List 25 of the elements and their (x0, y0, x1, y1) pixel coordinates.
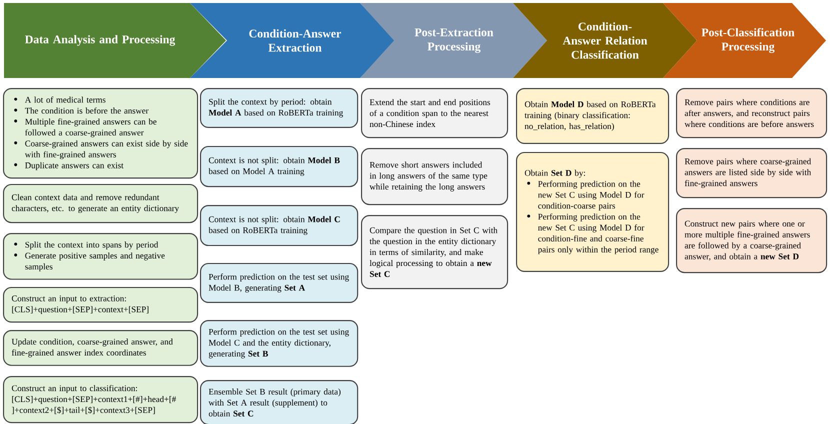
process-box: Obtain Set D by: Performing prediction on the new Set C using Model D for condition-coarse pairs Performing prediction on the new Set C using Model D for condition-fine and coarse-fine pairs only within the period range (516, 152, 670, 272)
process-box: Split the context by period: obtain Model A based on RoBERTa training (200, 88, 358, 128)
process-box: Remove pairs where conditions are after answers, and reconstruct pairs where conditions are before answers (676, 88, 828, 138)
process-step-banner: Post-Classification Processing (663, 3, 826, 78)
process-box: Perform prediction on the test set using Model B, generating Set A (200, 263, 358, 303)
process-box: Compare the question in Set C with the question in the entity dictionary in terms of similarity, and make logical processing to obtain a new Set C (361, 215, 508, 290)
process-box: Clean context data and remove redundant characters, etc. to generate an entity dictionary (3, 184, 198, 224)
process-box: Ensemble Set B result (primary data) with Set A result (supplement) to obtain Set C (200, 380, 358, 424)
process-box: Remove short answers included in long answers of the same type while retaining the long answers (361, 148, 508, 206)
process-step-banner: Condition-Answer Extraction (190, 3, 397, 78)
process-box: Split the context into spans by period Generate positive samples and negative samples (3, 233, 198, 280)
process-box: Perform prediction on the test set using Model C and the entity dictionary, generating Set B (200, 320, 358, 367)
process-box: Context is not split: obtain Model B based on Model A training (200, 146, 358, 188)
process-box: A lot of medical terms The condition is before the answer Multiple fine-grained answers can be followed a coarse-grained answer Coarse-grained answers can exist side by side with fine-grained answers Duplicate answers can exist (3, 88, 198, 179)
process-box: Extend the start and end positions of a condition span to the nearest non-Chinese index (361, 88, 508, 138)
process-box: Construct an input to extraction: [CLS]+question+[SEP]+context+[SEP] (3, 287, 198, 323)
process-box: Context is not split: obtain Model C based on RoBERTa training (200, 205, 358, 246)
process-step-banner: Data Analysis and Processing (4, 3, 226, 78)
process-step-banner: Post-Extraction Processing (360, 3, 547, 78)
process-box: Update condition, coarse-grained answer, and fine-grained answer index coordinates (3, 330, 198, 366)
process-step-banner: Condition-Answer Relation Classification (513, 3, 698, 78)
process-box: Construct an input to classification: [CLS]+question+[SEP]+context1+[#]+head+[# ]+context2+[$]+tail+[$]+context3+[SEP] (3, 376, 198, 424)
process-box: Construct new pairs where one or more multiple fine-grained answers are followed by a coarse-grained answer, and obtain a new Set D (676, 208, 828, 274)
process-box: Remove pairs where coarse-grained answers are listed side by side with fine-grained answers (676, 148, 828, 198)
process-box: Obtain Model D based on RoBERTa training (binary classification: no_relation, has_relation) (516, 88, 670, 144)
